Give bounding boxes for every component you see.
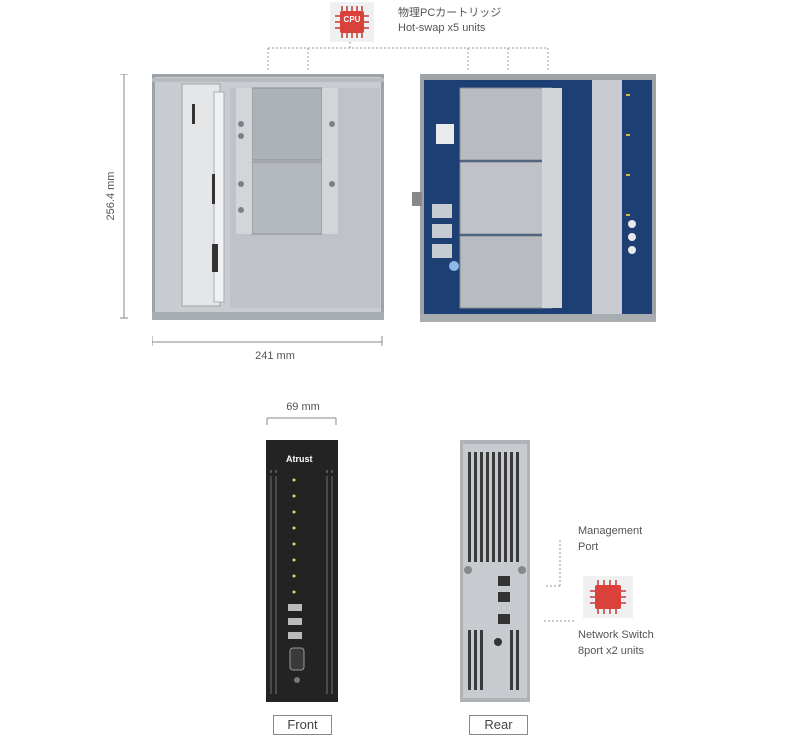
cpu-bracket-lines xyxy=(267,42,549,72)
cpu-callout-line1: 物理PCカートリッジ xyxy=(398,7,502,19)
switch-leader-line xyxy=(544,620,576,622)
width-dimension-label: 241 mm xyxy=(255,350,295,362)
management-callout-line1: Management xyxy=(578,525,643,537)
front-brand-label: Atrust xyxy=(286,454,313,464)
chassis-side-view xyxy=(152,74,384,320)
front-panel: Atrust xyxy=(266,440,338,702)
chassis-board-view xyxy=(412,74,656,322)
front-caption: Front xyxy=(273,715,332,735)
rear-caption: Rear xyxy=(469,715,528,735)
cpu-chip-label: CPU xyxy=(343,15,361,24)
depth-dimension-label: 69 mm xyxy=(286,401,320,413)
cpu-callout-line2: Hot-swap x5 units xyxy=(398,22,486,34)
depth-dimension-line xyxy=(266,417,337,425)
width-dimension-line xyxy=(152,336,383,346)
rear-panel xyxy=(460,440,530,702)
switch-callout-line2: 8port x2 units xyxy=(578,645,645,657)
height-dimension-label: 256.4 mm xyxy=(105,171,117,221)
switch-callout-line1: Network Switch xyxy=(578,629,654,641)
management-callout-line2: Port xyxy=(578,541,599,553)
height-dimension-line xyxy=(120,74,128,319)
cpu-chip-icon: CPU xyxy=(330,2,374,42)
network-switch-chip-icon xyxy=(583,576,633,618)
management-leader-line xyxy=(544,540,561,587)
